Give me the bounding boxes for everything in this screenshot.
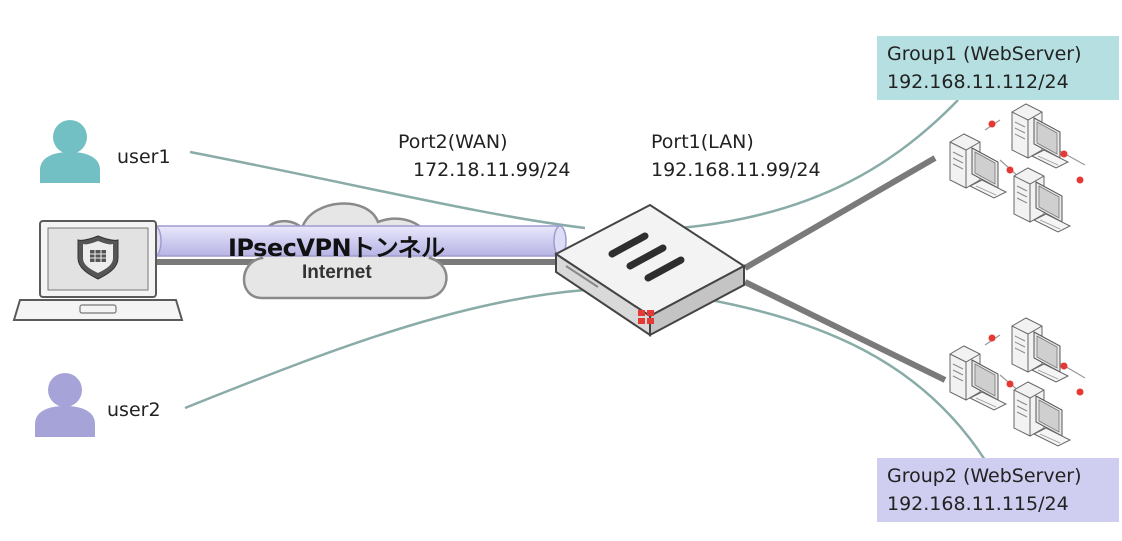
link-dot bbox=[988, 334, 996, 342]
group2-name: Group2 (WebServer) bbox=[887, 465, 1082, 487]
group2-ip: 192.168.11.115/24 bbox=[887, 493, 1069, 515]
user2-label: user2 bbox=[107, 399, 161, 421]
flow-lines bbox=[184, 99, 987, 461]
flow-line-user2 bbox=[184, 288, 586, 410]
link-dot bbox=[1060, 362, 1068, 370]
group1-servers-icon bbox=[949, 103, 1086, 233]
link-dot bbox=[1006, 380, 1014, 388]
firewall-appliance bbox=[554, 203, 746, 337]
user1-icon bbox=[40, 120, 100, 183]
vpn-shield-icon bbox=[77, 235, 119, 280]
link-dot bbox=[1076, 388, 1084, 396]
group1-box: Group1 (WebServer) 192.168.11.112/24 bbox=[877, 36, 1119, 100]
fortinet-logo-icon bbox=[638, 310, 654, 324]
user2-icon bbox=[35, 373, 95, 437]
wan-port-label: Port2(WAN) bbox=[398, 131, 508, 153]
group2-box: Group2 (WebServer) 192.168.11.115/24 bbox=[877, 458, 1119, 522]
link-dot bbox=[988, 120, 996, 128]
lan-ip-label: 192.168.11.99/24 bbox=[651, 159, 821, 181]
wire-firewall-group2 bbox=[743, 279, 947, 383]
wire-firewall-group1 bbox=[743, 155, 937, 271]
group2-servers-icon bbox=[949, 317, 1086, 447]
lan-port-label: Port1(LAN) bbox=[651, 131, 754, 153]
flow-line-group1 bbox=[679, 99, 959, 230]
link-dot bbox=[1076, 176, 1084, 184]
wan-ip-label: 172.18.11.99/24 bbox=[413, 159, 571, 181]
group1-ip: 192.168.11.112/24 bbox=[887, 71, 1069, 93]
internet-label: Internet bbox=[302, 262, 372, 283]
link-dot bbox=[1060, 150, 1068, 158]
flow-line-user1 bbox=[189, 150, 586, 230]
user1-label: user1 bbox=[117, 146, 171, 168]
group1-name: Group1 (WebServer) bbox=[887, 43, 1082, 65]
wires bbox=[150, 155, 947, 383]
flow-line-group2 bbox=[699, 296, 987, 461]
link-dot bbox=[1006, 166, 1014, 174]
tunnel-label: IPsecVPNトンネル bbox=[228, 234, 445, 262]
